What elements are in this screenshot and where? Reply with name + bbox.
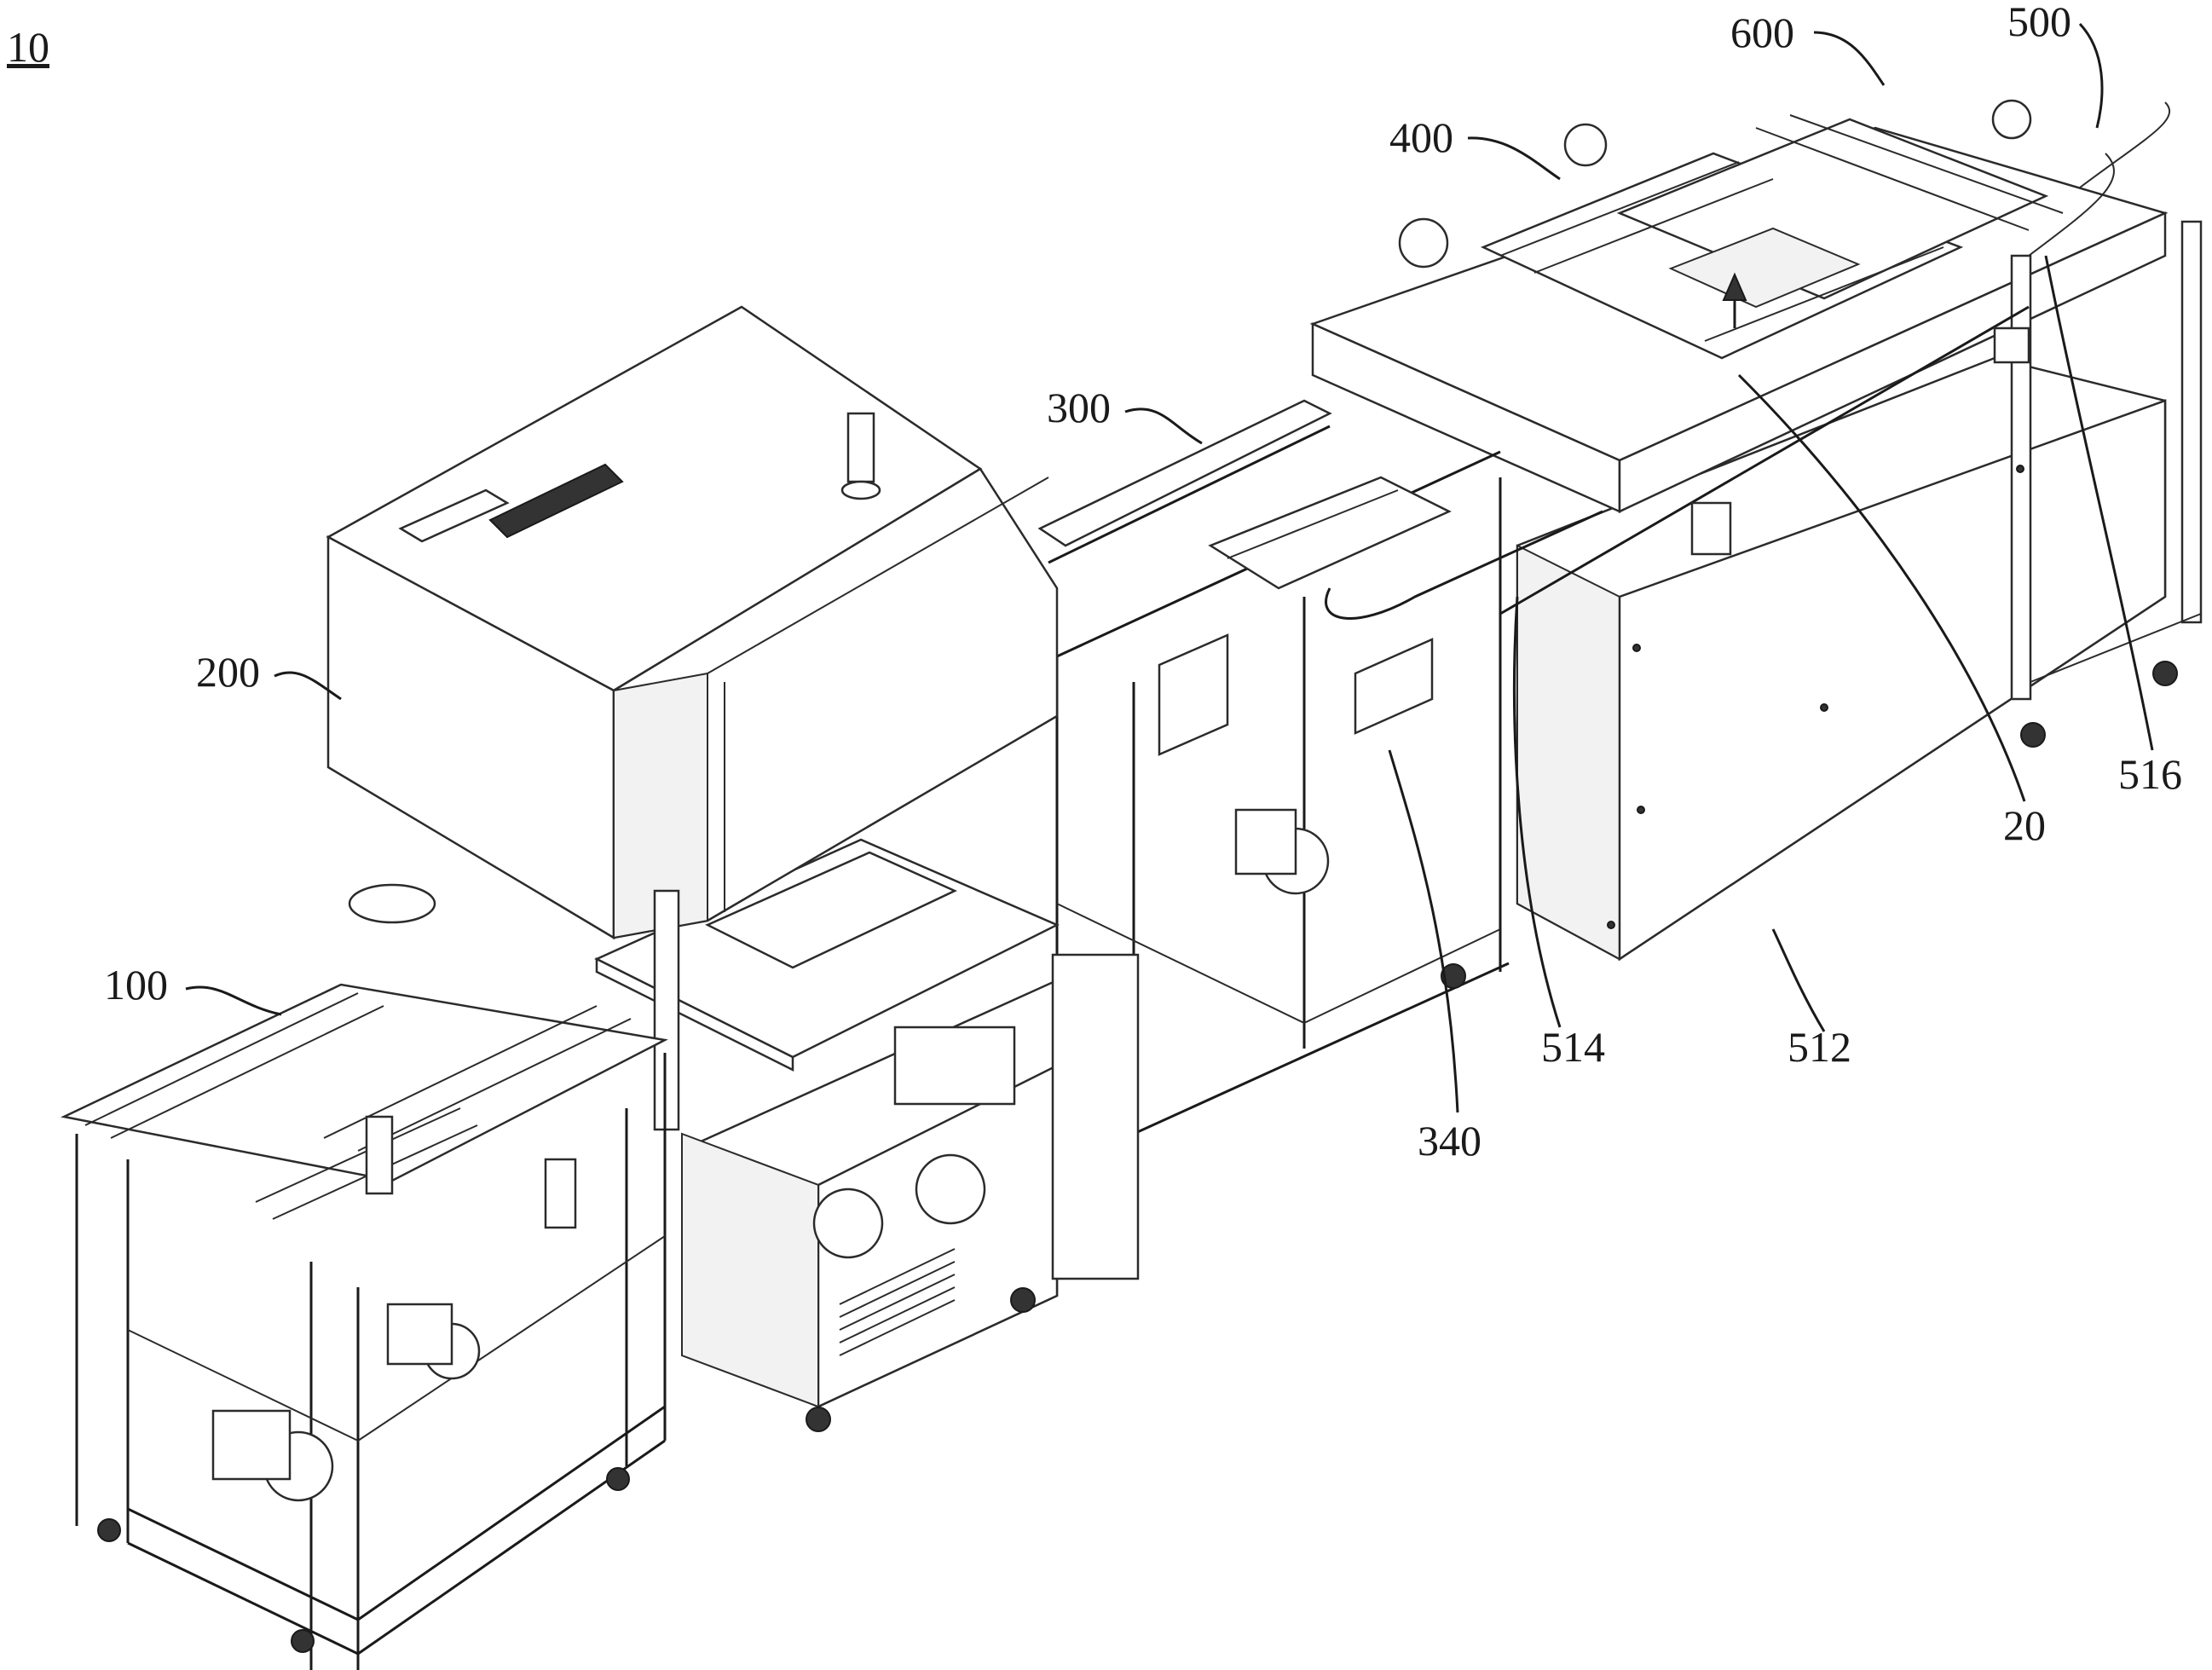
leader-600 bbox=[1813, 31, 1886, 86]
callout-340: 340 bbox=[1418, 1117, 1481, 1164]
module-100-frame bbox=[61, 883, 668, 1670]
callout-20: 20 bbox=[2003, 801, 2046, 849]
leader-300 bbox=[1124, 407, 1203, 445]
figure-number: 10 bbox=[7, 23, 49, 71]
callout-514: 514 bbox=[1541, 1023, 1605, 1071]
leader-lines bbox=[185, 22, 2154, 1113]
callout-516: 516 bbox=[2118, 750, 2182, 798]
module-200-enclosure bbox=[326, 305, 1140, 1432]
leader-516 bbox=[2044, 255, 2154, 751]
leader-514 bbox=[1513, 596, 1562, 1028]
leader-200 bbox=[274, 671, 342, 701]
callout-500: 500 bbox=[2007, 0, 2071, 45]
module-300-frame bbox=[1037, 399, 1603, 1135]
leader-512 bbox=[1771, 928, 1826, 1032]
callout-300: 300 bbox=[1047, 384, 1111, 431]
leader-500 bbox=[2078, 22, 2104, 129]
leader-20 bbox=[1737, 373, 2026, 802]
leader-340 bbox=[1388, 749, 1459, 1113]
cabinet-vent bbox=[839, 1248, 956, 1356]
callout-100: 100 bbox=[104, 961, 168, 1008]
module-500-frame bbox=[1309, 126, 2203, 962]
leader-100 bbox=[185, 985, 282, 1016]
callout-512: 512 bbox=[1788, 1023, 1851, 1071]
callout-400: 400 bbox=[1389, 113, 1453, 161]
module-400-mechanism bbox=[1398, 99, 2170, 360]
leader-400 bbox=[1467, 136, 1561, 181]
callout-200: 200 bbox=[196, 648, 260, 696]
arrowhead-20 bbox=[1722, 272, 1747, 301]
callout-600: 600 bbox=[1730, 9, 1794, 56]
